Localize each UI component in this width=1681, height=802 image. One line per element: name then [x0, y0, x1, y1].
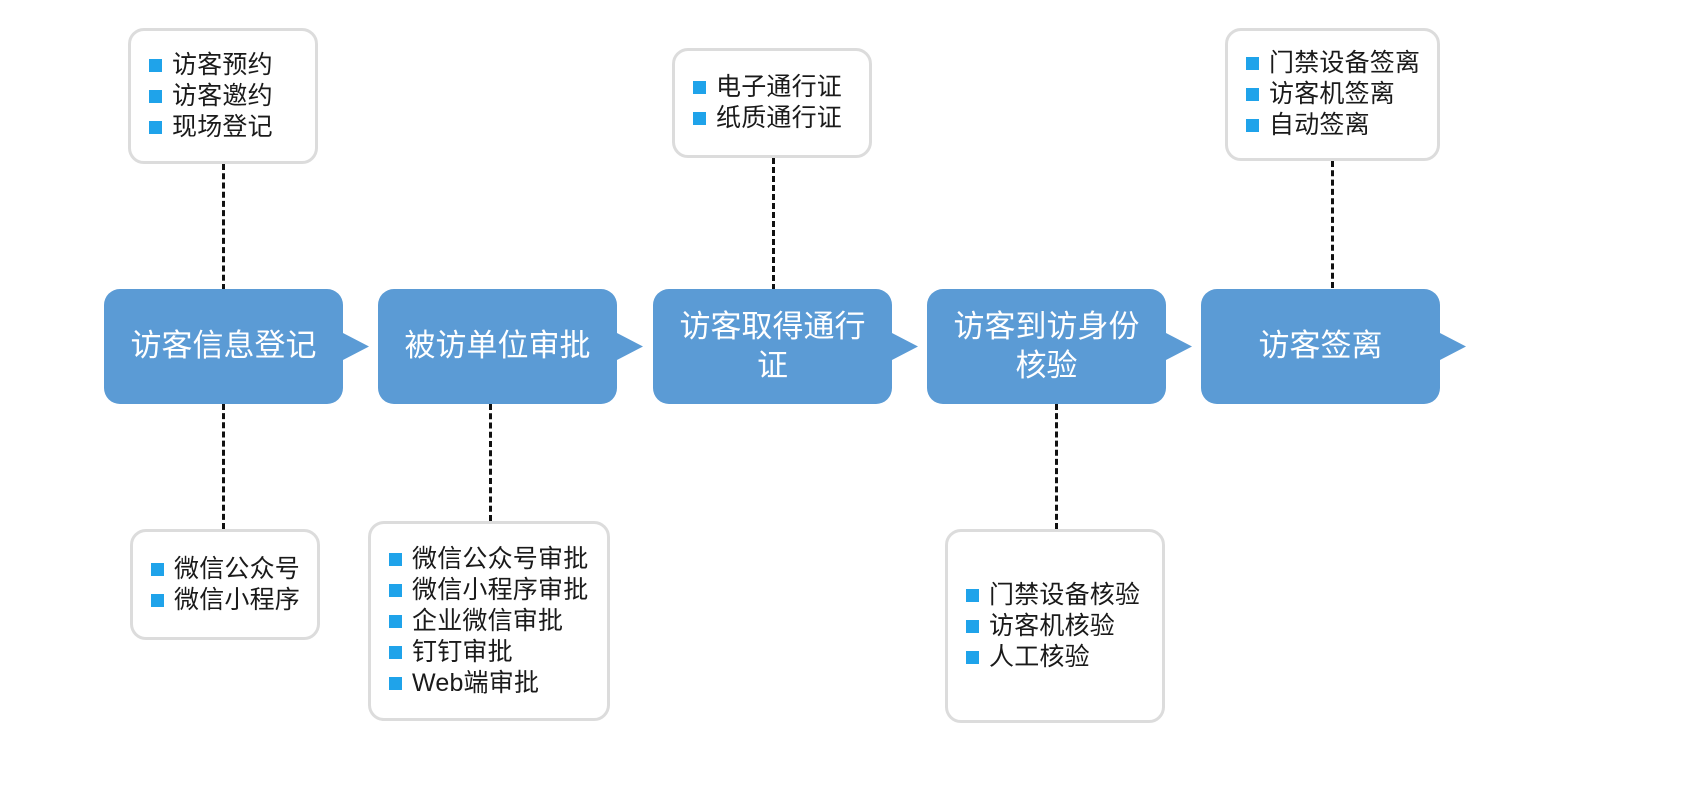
detail-item-label: 访客机核验 [989, 611, 1116, 640]
detail-item-label: 门禁设备核验 [989, 580, 1141, 609]
process-step-2[interactable]: 被访单位审批 [378, 289, 643, 404]
chevron-shape [378, 289, 643, 404]
detail-card-top-pass-type[interactable]: 电子通行证 纸质通行证 [672, 48, 872, 158]
list-item: 现场登记 [149, 112, 297, 143]
detail-item-label: 自动签离 [1269, 111, 1370, 139]
detail-item-label: 人工核验 [989, 642, 1090, 671]
bullet-square-icon [693, 112, 706, 125]
list-item: 门禁设备签离 [1246, 48, 1421, 79]
process-step-1[interactable]: 访客信息登记 [104, 289, 369, 404]
list-item: 访客预约 [149, 50, 297, 81]
bullet-square-icon [1246, 88, 1259, 101]
list-item: 钉钉审批 [389, 637, 589, 668]
detail-item-label: 微信公众号 [174, 554, 301, 583]
detail-card-top-visitor-registration[interactable]: 访客预约 访客邀约 现场登记 [128, 28, 318, 164]
connector-bottom-step4 [1055, 404, 1058, 529]
connector-top-step5 [1331, 161, 1334, 288]
detail-item-label: 门禁设备签离 [1269, 49, 1421, 77]
bullet-square-icon [966, 650, 979, 664]
connector-bottom-step2 [489, 404, 492, 521]
detail-card-bottom-registration-channel[interactable]: 微信公众号 微信小程序 [130, 529, 320, 640]
detail-item-label: 现场登记 [172, 112, 273, 141]
detail-item-label: 访客邀约 [172, 81, 273, 110]
detail-item-label: 电子通行证 [716, 73, 843, 101]
detail-item-label: 微信公众号审批 [412, 544, 589, 573]
bullet-square-icon [1246, 119, 1259, 132]
list-item: 微信小程序审批 [389, 575, 589, 606]
list-item: 微信公众号 [151, 554, 301, 585]
detail-item-label: 钉钉审批 [412, 637, 513, 666]
detail-item-label: 企业微信审批 [412, 606, 564, 635]
detail-item-label: 微信小程序审批 [412, 575, 589, 604]
list-item: 人工核验 [966, 642, 1144, 673]
connector-top-step1 [222, 164, 225, 290]
list-item: 企业微信审批 [389, 606, 589, 637]
detail-item-label: 微信小程序 [174, 585, 301, 614]
bullet-square-icon [389, 645, 402, 659]
list-item: 访客机签离 [1246, 79, 1419, 110]
list-item: 微信公众号审批 [389, 544, 589, 575]
chevron-shape [653, 289, 918, 404]
bullet-square-icon [151, 562, 164, 576]
bullet-square-icon [151, 593, 164, 607]
bullet-square-icon [149, 120, 162, 134]
list-item: 自动签离 [1246, 110, 1419, 141]
detail-card-bottom-verification-method[interactable]: 门禁设备核验 访客机核验 人工核验 [945, 529, 1165, 723]
connector-top-step3 [772, 158, 775, 290]
list-item: 纸质通行证 [693, 103, 851, 134]
detail-item-label: Web端审批 [412, 668, 540, 697]
bullet-square-icon [149, 89, 162, 103]
list-item: 访客机核验 [966, 611, 1144, 642]
bullet-square-icon [693, 81, 706, 94]
bullet-square-icon [389, 676, 402, 690]
bullet-square-icon [389, 614, 402, 628]
chevron-shape [927, 289, 1192, 404]
list-item: 电子通行证 [693, 72, 851, 103]
bullet-square-icon [966, 588, 979, 602]
detail-item-label: 访客机签离 [1269, 80, 1396, 108]
list-item: 访客邀约 [149, 81, 297, 112]
process-step-5[interactable]: 访客签离 [1201, 289, 1466, 404]
process-step-4[interactable]: 访客到访身份核验 [927, 289, 1192, 404]
chevron-shape [104, 289, 369, 404]
list-item: Web端审批 [389, 668, 589, 699]
bullet-square-icon [149, 58, 162, 72]
chevron-shape [1201, 289, 1466, 404]
bullet-square-icon [966, 619, 979, 633]
bullet-square-icon [389, 552, 402, 566]
list-item: 门禁设备核验 [966, 580, 1144, 611]
connector-bottom-step1 [222, 404, 225, 529]
detail-item-label: 纸质通行证 [716, 104, 843, 132]
bullet-square-icon [389, 583, 402, 597]
process-step-3[interactable]: 访客取得通行证 [653, 289, 918, 404]
list-item: 微信小程序 [151, 585, 301, 616]
detail-card-top-checkout-type[interactable]: 门禁设备签离 访客机签离 自动签离 [1225, 28, 1440, 161]
bullet-square-icon [1246, 57, 1259, 70]
detail-card-bottom-approval-channel[interactable]: 微信公众号审批 微信小程序审批 企业微信审批 钉钉审批 Web端审批 [368, 521, 610, 721]
detail-item-label: 访客预约 [172, 50, 273, 79]
